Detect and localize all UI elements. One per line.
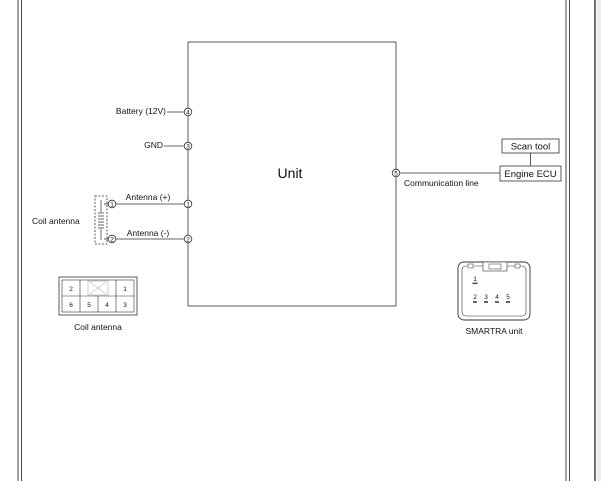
coil-conn-pin-a: 2 <box>69 286 73 293</box>
coil-pin-2: 2 <box>110 236 114 243</box>
coil-conn-pin-d: 5 <box>87 302 91 309</box>
smartra-connector: 1 2 3 4 5 SMARTRA unit <box>457 261 531 336</box>
smartra-pin-a: 2 <box>473 294 477 301</box>
scan-tool-label: Scan tool <box>511 142 551 153</box>
terminal-antenna-plus: Antenna (+) 1 <box>116 192 193 208</box>
coil-conn-pin-b: 1 <box>123 286 127 293</box>
smartra-pin-b: 3 <box>484 294 488 301</box>
coil-conn-pin-e: 4 <box>105 302 109 309</box>
smartra-pin-c: 4 <box>495 294 499 301</box>
unit-box: Unit <box>187 41 397 307</box>
smartra-pin-top: 1 <box>473 276 477 283</box>
terminal-communication: 5 Communication line <box>391 168 500 188</box>
terminal-antenna-minus: Antenna (-) 2 <box>116 228 193 243</box>
coil-antenna-label: Coil antenna <box>32 216 80 226</box>
antenna-plus-label: Antenna (+) <box>126 192 171 202</box>
antenna-minus-label: Antenna (-) <box>127 228 170 238</box>
coil-connector-caption: Coil antenna <box>74 322 122 332</box>
page-border <box>17 0 596 481</box>
unit-label: Unit <box>278 165 303 181</box>
scan-tool-box: Scan tool <box>501 138 560 154</box>
page-edge <box>597 0 601 481</box>
communication-pin: 5 <box>394 170 398 177</box>
smartra-caption: SMARTRA unit <box>465 326 523 336</box>
coil-pin-1: 1 <box>110 201 114 208</box>
gnd-pin: 3 <box>186 143 190 150</box>
coil-antenna-component: Coil antenna 1 2 <box>32 195 117 245</box>
engine-ecu-box: Engine ECU <box>499 165 562 182</box>
antenna-minus-pin: 2 <box>186 236 190 243</box>
engine-ecu-label: Engine ECU <box>504 169 556 180</box>
coil-conn-pin-f: 3 <box>123 302 127 309</box>
gnd-label: GND <box>144 140 163 150</box>
coil-conn-pin-c: 6 <box>69 302 73 309</box>
battery-label: Battery (12V) <box>116 106 166 116</box>
communication-label: Communication line <box>404 178 479 188</box>
terminal-battery: Battery (12V) 4 <box>116 106 193 116</box>
terminal-gnd: GND 3 <box>144 140 193 150</box>
smartra-pin-d: 5 <box>506 294 510 301</box>
antenna-plus-pin: 1 <box>186 201 190 208</box>
battery-pin: 4 <box>186 109 190 116</box>
coil-antenna-connector: 2 1 6 5 4 3 Coil antenna <box>58 276 138 332</box>
